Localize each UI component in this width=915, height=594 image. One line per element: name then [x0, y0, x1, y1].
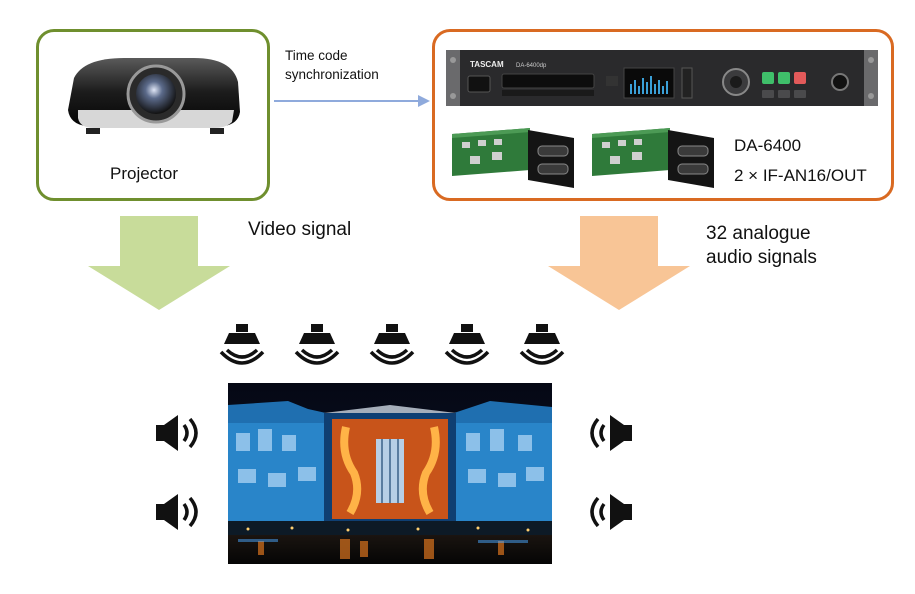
- video-signal-arrow: [88, 216, 230, 310]
- recorder-name: DA-6400: [734, 136, 802, 155]
- sync-line-2: synchronization: [285, 67, 379, 82]
- recorder-cards: 2 × IF-AN16/OUT: [734, 166, 867, 185]
- ceiling-speaker-icon: [369, 322, 415, 365]
- ceiling-speaker-icon: [219, 322, 265, 365]
- sync-arrow: [274, 95, 430, 107]
- audio-line-2: audio signals: [706, 247, 817, 268]
- speaker-right-icon: [590, 494, 632, 530]
- audio-signals-label: 32 analogue audio signals: [706, 222, 817, 270]
- recorder-brand: TASCAM: [470, 60, 504, 69]
- projector-label: Projector: [110, 164, 179, 183]
- ceiling-speakers-row: [219, 322, 565, 365]
- speaker-left-icon: [156, 415, 198, 451]
- speaker-left-icon: [156, 494, 198, 530]
- projector-icon: [68, 58, 240, 134]
- speaker-right-icon: [590, 415, 632, 451]
- interface-card-2-image: [592, 128, 714, 188]
- recorder-model-plate: DA-6400dp: [516, 63, 547, 69]
- video-signal-label: Video signal: [248, 219, 352, 240]
- projection-mapping-photo: [228, 383, 552, 564]
- audio-signal-arrow: [548, 216, 690, 310]
- ceiling-speaker-icon: [519, 322, 565, 365]
- sync-line-1: Time code: [285, 48, 348, 63]
- time-code-sync-label: Time code synchronization: [285, 46, 379, 84]
- ceiling-speaker-icon: [444, 322, 490, 365]
- ceiling-speaker-icon: [294, 322, 340, 365]
- recorder-unit-image: TASCAM DA-6400dp: [446, 50, 878, 106]
- audio-line-1: 32 analogue: [706, 223, 811, 244]
- interface-card-1-image: [452, 128, 574, 188]
